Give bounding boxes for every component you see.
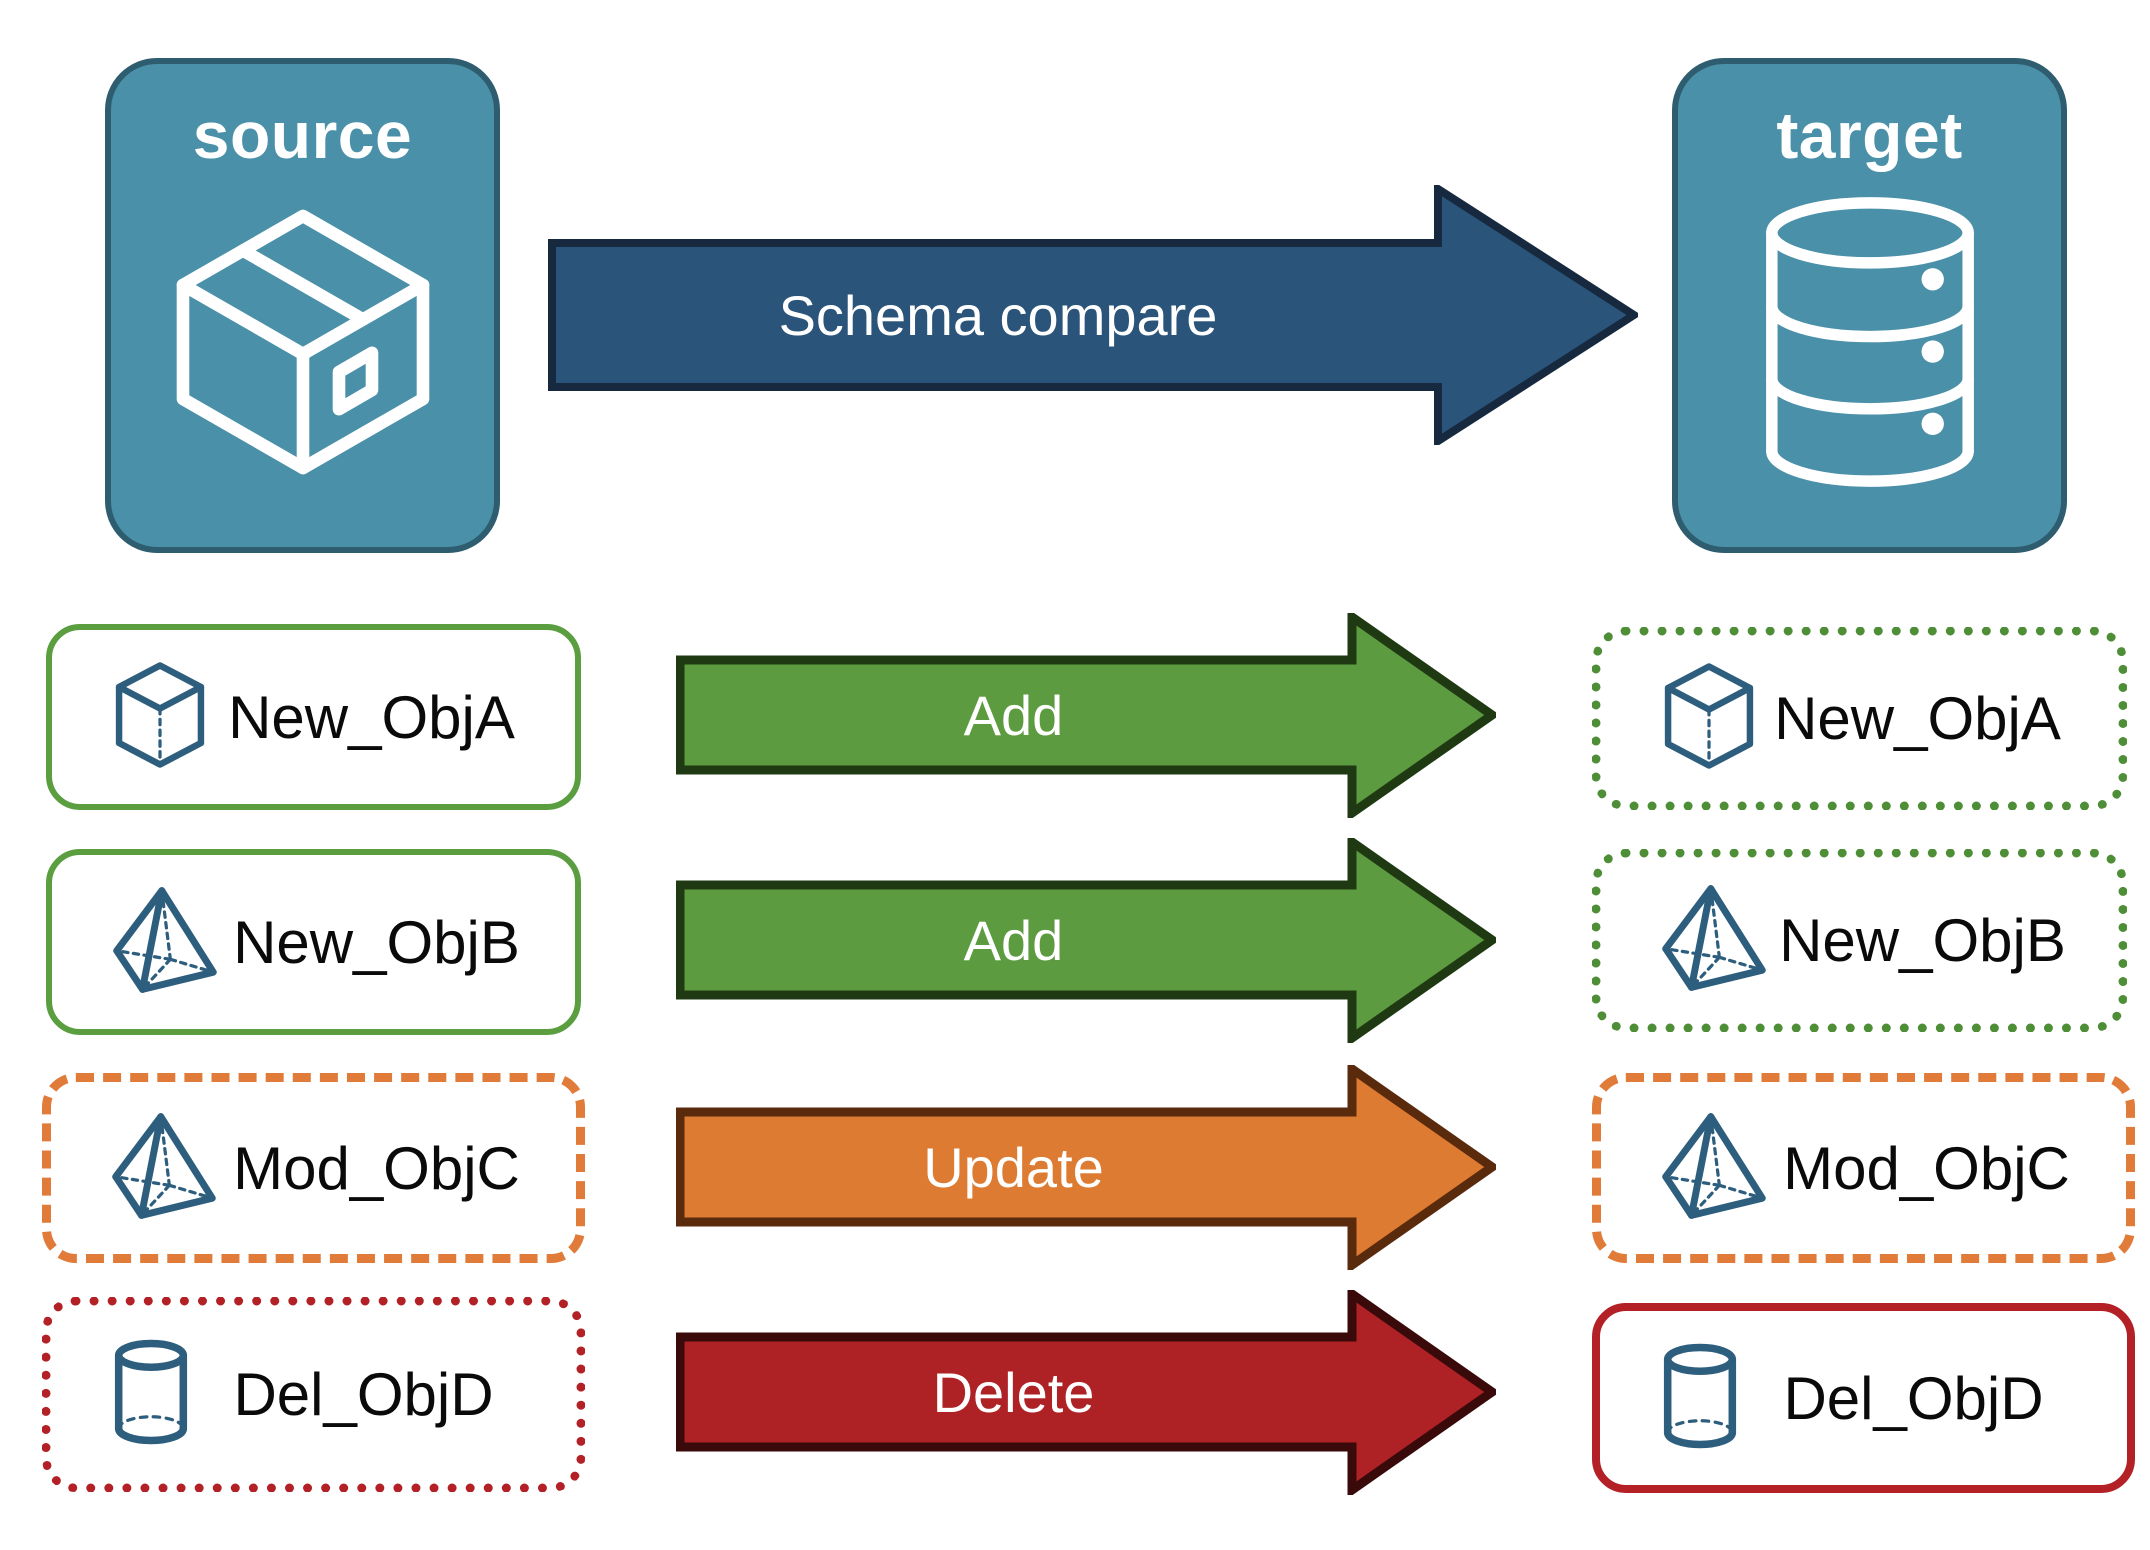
target-object-label-0: New_ObjA bbox=[1774, 685, 2061, 752]
source-endpoint-label: source bbox=[192, 98, 413, 172]
wireframe-cylinder-icon bbox=[1654, 1340, 1746, 1457]
wireframe-pyramid-icon bbox=[106, 884, 224, 1001]
target-endpoint-card[interactable]: target bbox=[1672, 58, 2067, 553]
source-object-row-3[interactable]: Del_ObjD bbox=[42, 1297, 585, 1492]
wireframe-cylinder-icon bbox=[105, 1336, 197, 1453]
wireframe-pyramid-icon bbox=[1655, 1110, 1773, 1227]
wireframe-cube-icon bbox=[1655, 660, 1763, 777]
database-cylinder-icon bbox=[1730, 192, 2010, 497]
source-object-label-2: Mod_ObjC bbox=[233, 1134, 520, 1202]
source-object-label-1: New_ObjB bbox=[233, 908, 520, 976]
wireframe-pyramid-icon bbox=[105, 1110, 223, 1227]
target-object-row-0[interactable]: New_ObjA bbox=[1592, 627, 2127, 810]
action-arrow-3[interactable]: Delete bbox=[676, 1290, 1496, 1495]
action-arrow-1[interactable]: Add bbox=[676, 838, 1496, 1043]
source-endpoint-card[interactable]: source bbox=[105, 58, 500, 553]
target-endpoint-label: target bbox=[1776, 98, 1963, 172]
target-object-row-3[interactable]: Del_ObjD bbox=[1592, 1303, 2135, 1493]
wireframe-pyramid-icon bbox=[1655, 882, 1773, 999]
target-object-label-1: New_ObjB bbox=[1779, 907, 2066, 974]
target-object-label-2: Mod_ObjC bbox=[1783, 1134, 2070, 1202]
schema-compare-arrow[interactable]: Schema compare bbox=[548, 185, 1638, 445]
source-object-row-0[interactable]: New_ObjA bbox=[46, 624, 581, 810]
source-object-row-2[interactable]: Mod_ObjC bbox=[42, 1073, 585, 1263]
source-object-label-3: Del_ObjD bbox=[233, 1361, 494, 1428]
source-object-label-0: New_ObjA bbox=[228, 683, 515, 751]
target-object-label-3: Del_ObjD bbox=[1783, 1364, 2044, 1432]
wireframe-cube-icon bbox=[106, 659, 214, 776]
target-object-row-2[interactable]: Mod_ObjC bbox=[1592, 1073, 2135, 1263]
target-object-row-1[interactable]: New_ObjB bbox=[1592, 849, 2127, 1032]
action-arrow-2[interactable]: Update bbox=[676, 1065, 1496, 1270]
source-object-row-1[interactable]: New_ObjB bbox=[46, 849, 581, 1035]
package-box-icon bbox=[153, 192, 453, 497]
action-arrow-0[interactable]: Add bbox=[676, 613, 1496, 818]
